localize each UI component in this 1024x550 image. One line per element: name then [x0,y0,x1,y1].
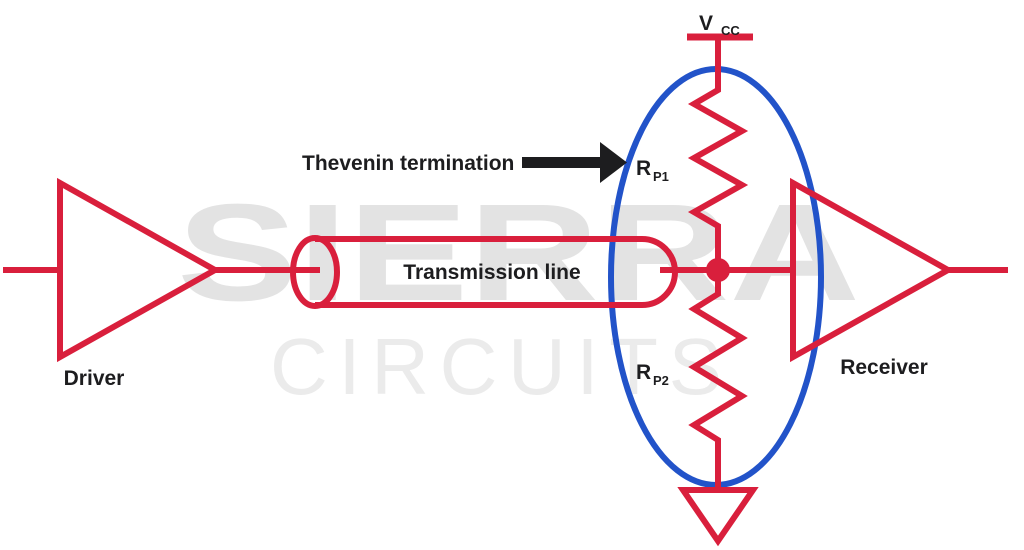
annotation-label: Thevenin termination [302,152,514,175]
vcc-label-sub: CC [721,23,740,38]
vcc-label-main: V [699,12,713,35]
driver-triangle [57,177,222,363]
rp2-label: R P2 [636,361,669,388]
rp2-label-sub: P2 [653,373,669,388]
rp1-label-main: R [636,157,651,180]
vcc-label: V CC [699,12,740,38]
rp1-label: R P1 [636,157,669,184]
annotation-arrow-icon [522,142,627,183]
ground-icon [677,487,759,547]
resistor-rp1 [687,37,749,270]
rp1-label-sub: P1 [653,169,669,184]
junction-dot [706,258,730,282]
rp2-label-main: R [636,361,651,384]
receiver-triangle [790,177,955,363]
transmission-line-label: Transmission line [403,261,580,284]
receiver-label: Receiver [840,356,928,379]
resistor-rp2 [688,270,748,490]
driver-label: Driver [64,367,125,390]
watermark-line2: CIRCUITS [270,322,722,411]
